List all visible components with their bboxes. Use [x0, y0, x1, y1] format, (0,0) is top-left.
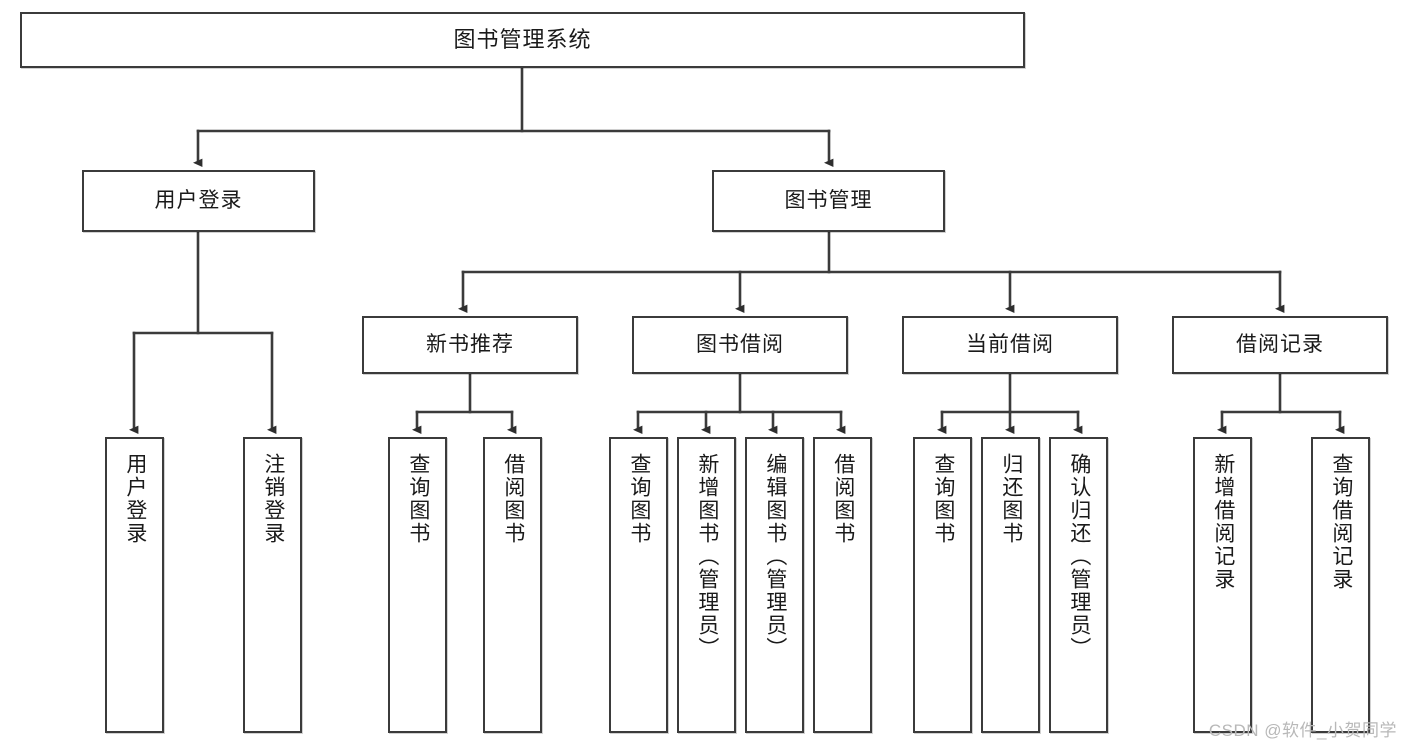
node-label: 借阅记录 [1236, 333, 1324, 357]
node-book-borrow[interactable]: 图书借阅 [632, 316, 848, 374]
node-label: 查询图书 [931, 453, 955, 545]
leaf-records-add-record[interactable]: 新增借阅记录 [1193, 437, 1252, 733]
node-borrow-records[interactable]: 借阅记录 [1172, 316, 1388, 374]
node-current-borrow[interactable]: 当前借阅 [902, 316, 1118, 374]
node-label: 查询借阅记录 [1329, 453, 1353, 591]
node-user-login[interactable]: 用户登录 [82, 170, 315, 232]
leaf-borrow-edit-book-admin[interactable]: 编辑图书（管理员） [745, 437, 804, 733]
leaf-user-login-login[interactable]: 用户登录 [105, 437, 164, 733]
leaf-current-query-book[interactable]: 查询图书 [913, 437, 972, 733]
node-label: 确认归还（管理员） [1067, 453, 1091, 660]
node-label: 借阅图书 [501, 453, 525, 545]
leaf-recommend-borrow-book[interactable]: 借阅图书 [483, 437, 542, 733]
node-label: 图书借阅 [696, 333, 784, 357]
node-label: 图书管理 [784, 189, 873, 213]
node-label: 借阅图书 [831, 453, 855, 545]
leaf-user-login-logout[interactable]: 注销登录 [243, 437, 302, 733]
leaf-recommend-query-book[interactable]: 查询图书 [388, 437, 447, 733]
leaf-current-confirm-return-admin[interactable]: 确认归还（管理员） [1049, 437, 1108, 733]
node-book-management[interactable]: 图书管理 [712, 170, 945, 232]
node-label: 图书管理系统 [453, 26, 592, 52]
node-label: 用户登录 [123, 453, 147, 545]
node-label: 当前借阅 [966, 333, 1054, 357]
leaf-records-query-record[interactable]: 查询借阅记录 [1311, 437, 1370, 733]
leaf-borrow-query-book[interactable]: 查询图书 [609, 437, 668, 733]
node-label: 编辑图书（管理员） [763, 453, 787, 660]
leaf-borrow-add-book-admin[interactable]: 新增图书（管理员） [677, 437, 736, 733]
csdn-watermark: CSDN @软件_小贺同学 [1208, 721, 1397, 740]
leaf-borrow-borrow-book[interactable]: 借阅图书 [813, 437, 872, 733]
node-label: 查询图书 [406, 453, 430, 545]
node-label: 查询图书 [627, 453, 651, 545]
node-label: 新书推荐 [426, 333, 514, 357]
node-label: 新增图书（管理员） [695, 453, 719, 660]
node-label: 新增借阅记录 [1211, 453, 1235, 591]
leaf-current-return-book[interactable]: 归还图书 [981, 437, 1040, 733]
node-new-book-recommend[interactable]: 新书推荐 [362, 316, 578, 374]
node-label: 用户登录 [154, 189, 243, 213]
node-label: 注销登录 [261, 453, 285, 545]
node-label: 归还图书 [999, 453, 1023, 545]
node-root-library-system[interactable]: 图书管理系统 [20, 12, 1025, 68]
